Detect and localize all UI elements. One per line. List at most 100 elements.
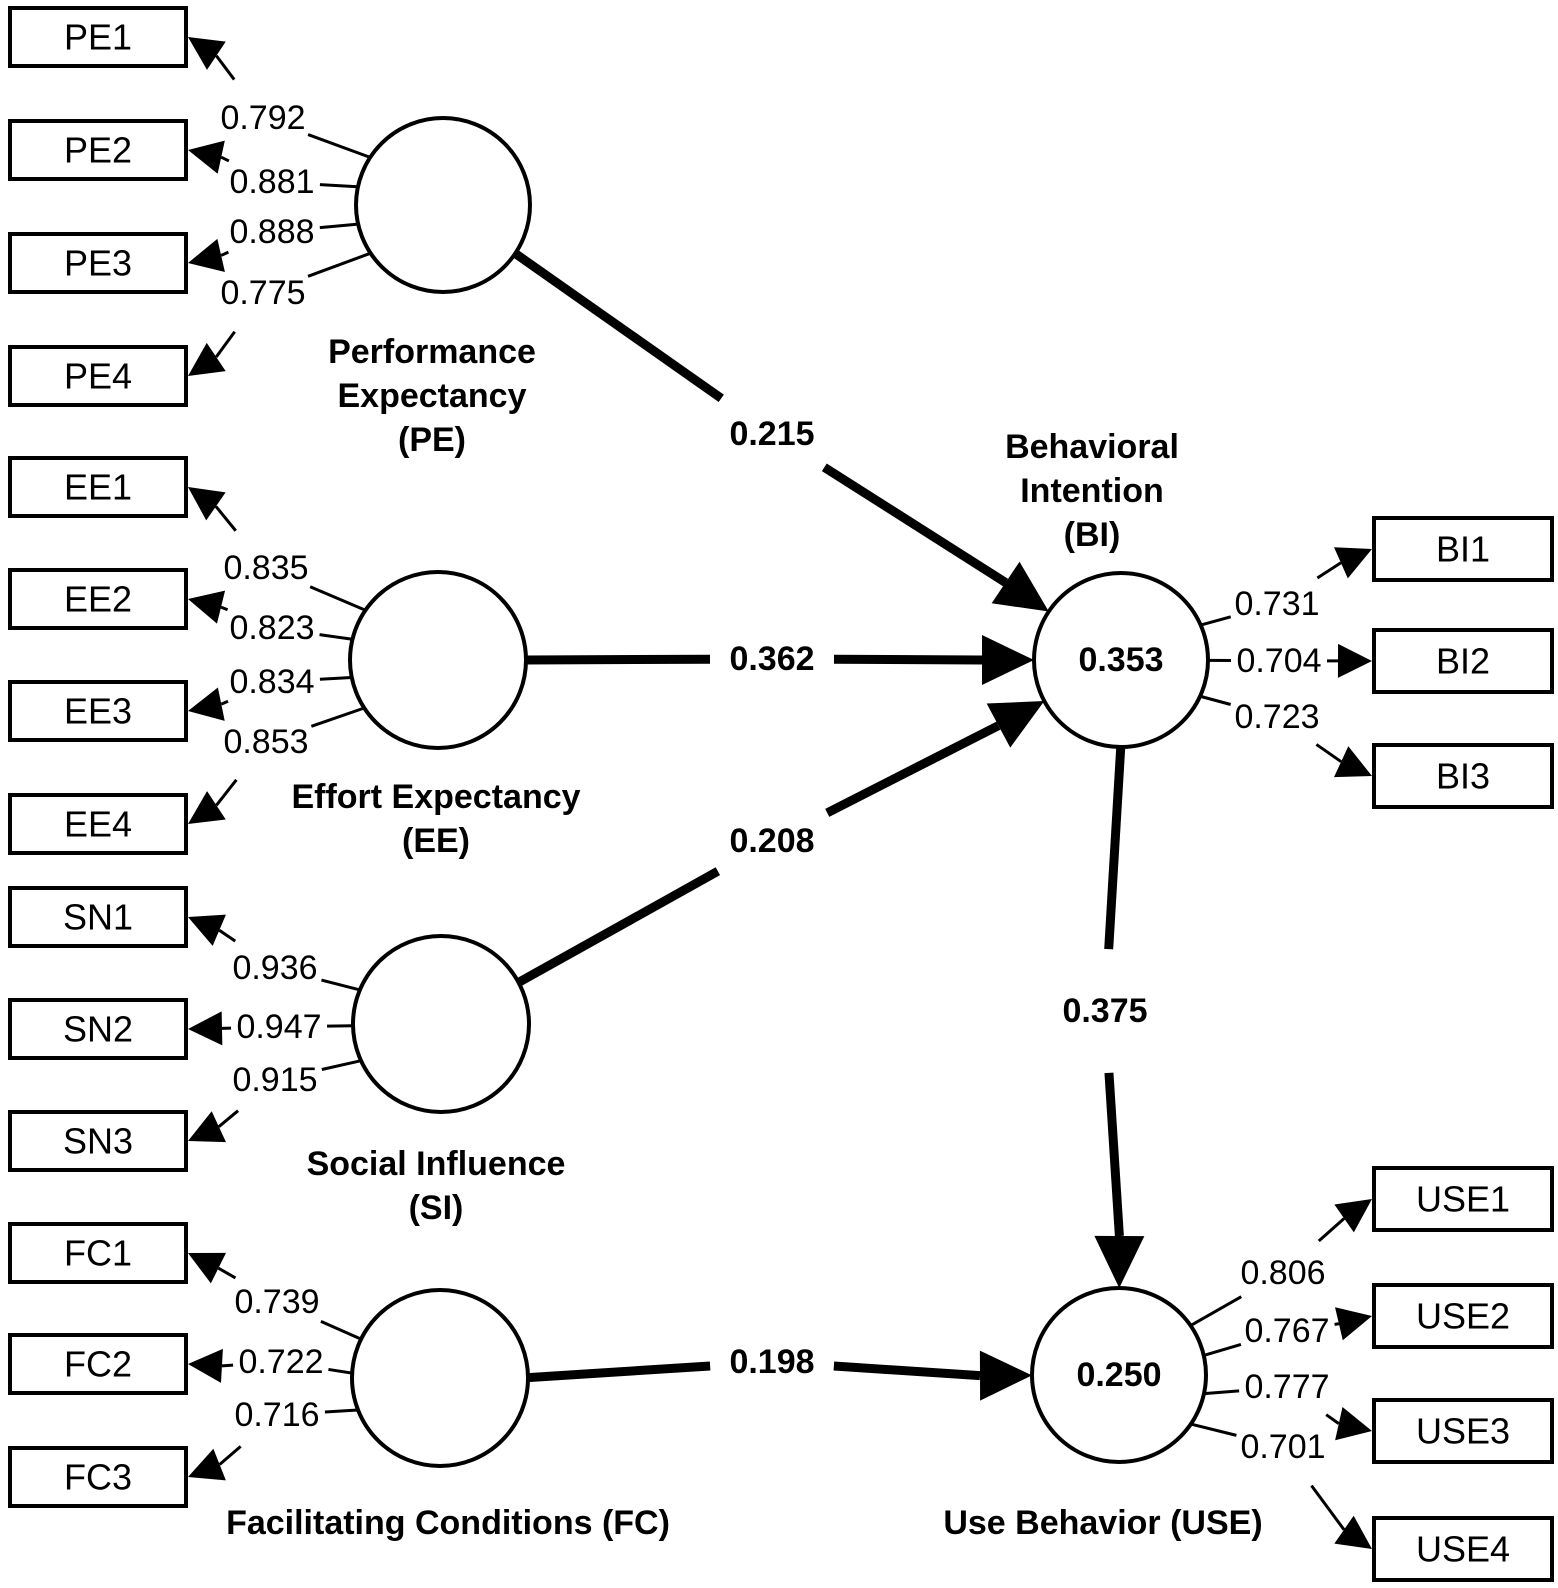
indicator-box-fc1[interactable]: [8, 1222, 188, 1284]
path-coefficient-si-bi: 0.208: [729, 822, 814, 860]
construct-circle-pe[interactable]: [354, 116, 532, 294]
loading-value-ee-ee4: 0.853: [223, 723, 308, 761]
loading-line-si-sn3-b: [217, 1109, 240, 1128]
loading-value-si-sn1: 0.936: [232, 949, 317, 987]
indicator-box-use4[interactable]: [1372, 1516, 1554, 1582]
indicator-box-bi3[interactable]: [1372, 743, 1554, 809]
indicator-box-fc2[interactable]: [8, 1333, 188, 1395]
indicator-box-ee2[interactable]: [8, 568, 188, 630]
loading-arrowhead-ee3: [188, 687, 225, 721]
loading-line-pe-pe2: [319, 183, 359, 189]
loading-line-fc-fc3-b: [218, 1445, 242, 1466]
loading-value-ee-ee3: 0.834: [229, 663, 314, 701]
indicator-label-fc2: FC2: [64, 1344, 132, 1385]
loading-line-pe-pe3: [319, 222, 359, 230]
loading-line-use-use2: [1203, 1343, 1242, 1357]
indicator-boxes-group: [8, 6, 1554, 1582]
construct-name-fc: Facilitating Conditions (FC): [226, 1504, 670, 1542]
loading-arrowhead-ee2: [188, 590, 226, 624]
indicator-box-sn3[interactable]: [8, 1110, 188, 1172]
indicator-label-sn2: SN2: [63, 1009, 133, 1050]
loading-line-ee-ee4: [310, 706, 365, 728]
indicator-box-ee4[interactable]: [8, 793, 188, 855]
path-line-si-to-bi: [516, 867, 721, 987]
path-arrowhead-ee-bi: [982, 635, 1034, 685]
indicator-box-use2[interactable]: [1372, 1283, 1554, 1349]
indicator-box-pe1[interactable]: [8, 6, 188, 68]
loading-arrowhead-bi2: [1337, 643, 1372, 678]
loading-line-use-use3-b: [1325, 1413, 1340, 1425]
loading-value-pe-pe4: 0.775: [220, 274, 305, 312]
path-line-pe-to-bi-b: [821, 463, 1008, 587]
loading-value-pe-pe1: 0.792: [220, 99, 305, 137]
indicator-box-pe4[interactable]: [8, 345, 188, 407]
loading-arrowhead-pe4: [188, 342, 226, 376]
construct-circle-si[interactable]: [351, 934, 531, 1114]
path-coefficient-ee-bi: 0.362: [729, 640, 814, 678]
indicator-box-bi1[interactable]: [1372, 516, 1554, 582]
construct-circle-fc[interactable]: [350, 1288, 530, 1468]
indicator-label-use3: USE3: [1416, 1411, 1510, 1452]
indicator-label-ee1: EE1: [64, 467, 132, 508]
path-arrowhead-bi-use: [1094, 1235, 1145, 1289]
loading-value-fc-fc2: 0.722: [238, 1343, 323, 1381]
construct-name-bi: Behavioral: [1005, 428, 1179, 466]
loading-arrowhead-ee4: [188, 791, 226, 824]
path-line-fc-to-use: [527, 1361, 711, 1383]
path-arrowhead-pe-bi: [991, 561, 1049, 612]
indicator-box-bi2[interactable]: [1372, 628, 1554, 694]
loading-line-fc-fc2-b: [221, 1363, 234, 1368]
loading-line-use-use4-b: [1310, 1484, 1346, 1531]
loading-line-pe-pe1: [307, 133, 371, 159]
path-coefficient-bi-use: 0.375: [1062, 992, 1147, 1030]
path-line-si-to-bi-b: [825, 721, 1001, 817]
indicator-label-sn1: SN1: [63, 897, 133, 938]
loading-arrowhead-bi1: [1334, 547, 1372, 579]
indicator-box-pe3[interactable]: [8, 232, 188, 294]
indicator-box-pe2[interactable]: [8, 119, 188, 181]
loading-arrowhead-use4: [1334, 1515, 1372, 1549]
loading-value-bi-bi1: 0.731: [1234, 585, 1319, 623]
path-arrowhead-si-bi: [986, 701, 1045, 748]
loading-value-si-sn3: 0.915: [232, 1061, 317, 1099]
indicator-label-bi3: BI3: [1436, 756, 1490, 797]
construct-circles-group: [348, 116, 1210, 1468]
construct-name-si: Social Influence: [307, 1145, 566, 1183]
loading-value-ee-ee2: 0.823: [229, 609, 314, 647]
construct-name-use: Use Behavior (USE): [943, 1504, 1262, 1542]
path-line-ee-to-bi: [525, 654, 711, 665]
indicator-box-ee1[interactable]: [8, 456, 188, 518]
construct-circle-use[interactable]: [1030, 1286, 1208, 1464]
loading-value-bi-bi2: 0.704: [1236, 642, 1321, 680]
indicator-box-use1[interactable]: [1372, 1166, 1554, 1232]
construct-circle-ee[interactable]: [348, 570, 528, 750]
path-line-bi-to-use: [1104, 746, 1126, 950]
loading-line-bi-bi3-b: [1315, 743, 1343, 763]
indicator-label-ee4: EE4: [64, 804, 132, 845]
loading-line-use-use2-b: [1334, 1322, 1340, 1326]
loading-value-use-use2: 0.767: [1244, 1312, 1329, 1350]
indicator-box-fc3[interactable]: [8, 1446, 188, 1508]
loading-value-pe-pe2: 0.881: [229, 163, 314, 201]
loading-arrowhead-pe2: [188, 140, 225, 174]
construct-circle-bi[interactable]: [1032, 571, 1210, 749]
loading-value-fc-fc1: 0.739: [234, 1283, 319, 1321]
loading-arrowhead-use3: [1335, 1407, 1372, 1441]
path-coefficient-pe-bi: 0.215: [729, 415, 814, 453]
indicator-label-use4: USE4: [1416, 1529, 1510, 1570]
loading-line-ee-ee2: [319, 633, 353, 641]
loading-value-use-use1: 0.806: [1240, 1254, 1325, 1292]
indicator-box-sn2[interactable]: [8, 998, 188, 1060]
loading-arrowhead-fc2: [188, 1348, 223, 1383]
construct-name-pe: (PE): [398, 421, 466, 459]
loading-arrowhead-pe3: [188, 238, 225, 273]
loading-line-fc-fc1-b: [217, 1266, 237, 1280]
loading-line-ee-ee3-b: [220, 699, 229, 706]
indicator-box-ee3[interactable]: [8, 680, 188, 742]
path-arrowhead-fc-use: [979, 1350, 1033, 1401]
loading-line-ee-ee2-b: [220, 605, 229, 612]
indicator-box-sn1[interactable]: [8, 886, 188, 948]
indicator-box-use3[interactable]: [1372, 1398, 1554, 1464]
loading-line-bi-bi1: [1200, 615, 1232, 627]
